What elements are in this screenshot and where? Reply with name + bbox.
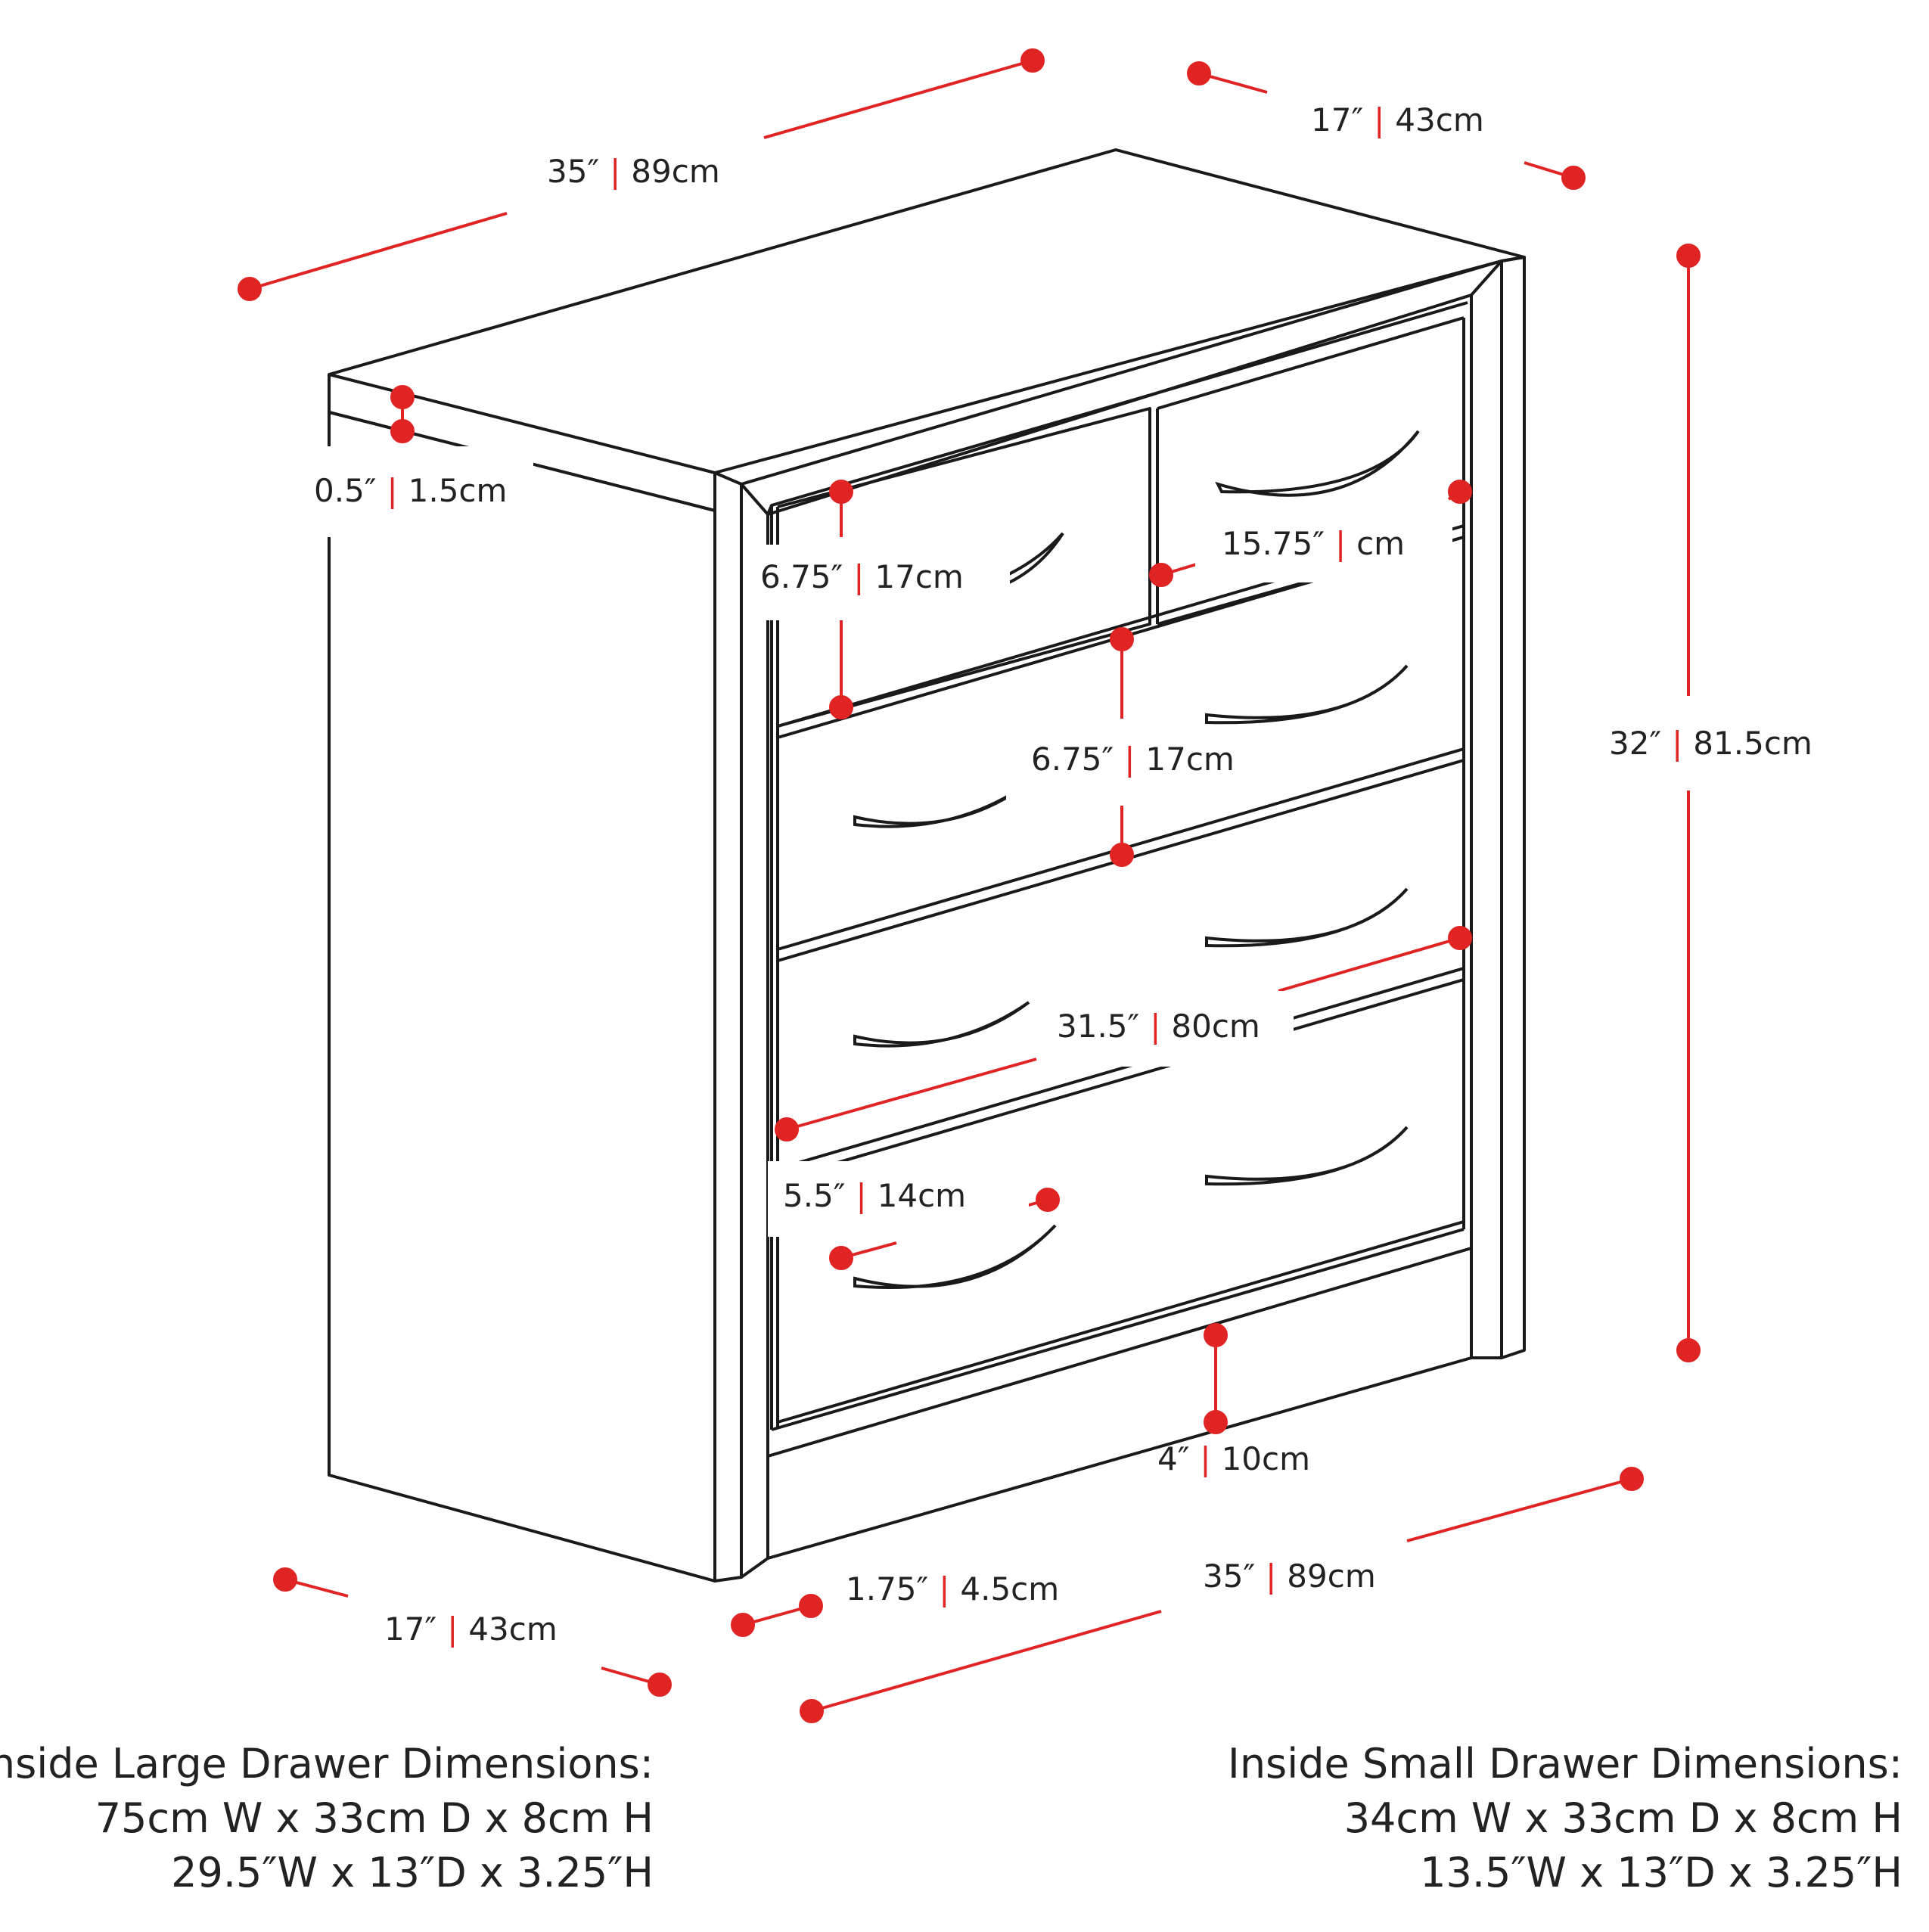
drawer-bottom bbox=[777, 978, 1465, 1182]
imperial-value: 32″ bbox=[1609, 725, 1662, 762]
left-side-panel bbox=[328, 411, 716, 1583]
metric-value: 43cm bbox=[1395, 101, 1484, 138]
separator: | bbox=[447, 1611, 458, 1648]
dim-small-drawer-width: 15.75″|cm bbox=[1222, 528, 1405, 560]
handle-icon bbox=[1205, 664, 1409, 725]
imperial-value: 35″ bbox=[1203, 1558, 1256, 1595]
imperial-value: 17″ bbox=[384, 1611, 437, 1648]
handle-icon bbox=[853, 1224, 1057, 1289]
dresser-outline bbox=[328, 148, 1526, 1583]
front-left-stile bbox=[713, 471, 743, 1583]
imperial-value: 31.5″ bbox=[1057, 1008, 1140, 1045]
dim-side-thickness: 1.75″ | 4.5cm bbox=[846, 1573, 1059, 1605]
metric-value: 17cm bbox=[874, 558, 964, 595]
imperial-value: 4″ bbox=[1157, 1440, 1190, 1477]
separator: | bbox=[853, 558, 865, 595]
separator: | bbox=[1672, 725, 1683, 762]
dimension-lines bbox=[238, 48, 1701, 1723]
separator: | bbox=[610, 153, 621, 190]
inside-small-metric: 34cm W x 33cm D x 8cm H bbox=[1343, 1794, 1903, 1842]
imperial-value: 15.75″ bbox=[1222, 525, 1325, 562]
front-base bbox=[767, 1356, 1472, 1560]
inside-large-metric: 75cm W x 33cm D x 8cm H bbox=[95, 1794, 654, 1842]
separator: | bbox=[1200, 1440, 1211, 1477]
drawer-top-left bbox=[777, 407, 1151, 728]
inside-small-drawer-dimensions: Inside Small Drawer Dimensions: 34cm W x… bbox=[1228, 1737, 1903, 1900]
handle-icon bbox=[989, 532, 1064, 592]
dim-top-depth: 17″ | 43cm bbox=[1311, 104, 1484, 136]
imperial-value: 6.75″ bbox=[760, 558, 843, 595]
dim-bottom-width: 35″ | 89cm bbox=[1203, 1561, 1376, 1592]
metric-value: cm bbox=[1356, 525, 1406, 562]
front-right-stile bbox=[1500, 256, 1526, 1359]
inside-small-title: Inside Small Drawer Dimensions: bbox=[1227, 1740, 1903, 1788]
metric-value: 14cm bbox=[877, 1177, 967, 1214]
separator: | bbox=[1124, 741, 1135, 778]
imperial-value: 17″ bbox=[1311, 101, 1364, 138]
handle-icon bbox=[1205, 1126, 1409, 1186]
inside-small-imperial: 13.5″W x 13″D x 3.25″H bbox=[1420, 1849, 1903, 1896]
metric-value: 80cm bbox=[1171, 1008, 1260, 1045]
handle-icon bbox=[853, 1001, 1030, 1048]
dim-small-drawer-height: 6.75″ |17cm bbox=[760, 561, 964, 593]
inside-large-imperial: 29.5″W x 13″D x 3.25″H bbox=[171, 1849, 654, 1896]
imperial-value: 0.5″ bbox=[314, 472, 377, 509]
label-masks bbox=[200, 446, 1452, 1237]
imperial-value: 5.5″ bbox=[783, 1177, 846, 1214]
front-top-rail bbox=[741, 259, 1502, 486]
metric-value: 43cm bbox=[468, 1611, 558, 1648]
imperial-value: 1.75″ bbox=[846, 1570, 929, 1607]
separator: | bbox=[1334, 525, 1347, 562]
top-surface bbox=[328, 148, 1526, 474]
dim-top-width: 35″ | 89cm bbox=[547, 156, 720, 188]
inside-large-drawer-dimensions: Inside Large Drawer Dimensions: 75cm W x… bbox=[0, 1737, 654, 1900]
metric-value: 89cm bbox=[631, 153, 720, 190]
drawer-top-right bbox=[1157, 316, 1465, 410]
imperial-value: 6.75″ bbox=[1031, 741, 1114, 778]
dim-top-thickness: 0.5″ | 1.5cm bbox=[314, 475, 507, 507]
separator: | bbox=[1266, 1558, 1277, 1595]
dim-overall-height: 32″ | 81.5cm bbox=[1609, 728, 1813, 759]
separator: | bbox=[939, 1570, 950, 1607]
separator: | bbox=[856, 1177, 867, 1214]
handle-icon bbox=[853, 781, 1030, 828]
separator: | bbox=[387, 472, 398, 509]
dim-base-height: 4″ | 10cm bbox=[1157, 1443, 1310, 1475]
metric-value: 17cm bbox=[1145, 741, 1235, 778]
dim-drawer-width: 31.5″ | 80cm bbox=[1057, 1011, 1260, 1042]
metric-value: 81.5cm bbox=[1693, 725, 1813, 762]
dim-middle-drawer-height: 6.75″ | 17cm bbox=[1031, 744, 1235, 775]
handle-icon bbox=[1215, 430, 1420, 497]
metric-value: 4.5cm bbox=[960, 1570, 1060, 1607]
imperial-value: 35″ bbox=[547, 153, 600, 190]
separator: | bbox=[1374, 101, 1385, 138]
inside-large-title: Inside Large Drawer Dimensions: bbox=[0, 1740, 654, 1788]
metric-value: 10cm bbox=[1221, 1440, 1311, 1477]
dim-bottom-depth: 17″ | 43cm bbox=[384, 1614, 558, 1645]
metric-value: 1.5cm bbox=[408, 472, 508, 509]
metric-value: 89cm bbox=[1287, 1558, 1376, 1595]
separator: | bbox=[1150, 1008, 1161, 1045]
handle-icon bbox=[1205, 887, 1409, 948]
dim-bottom-drawer-height: 5.5″ | 14cm bbox=[783, 1180, 966, 1212]
